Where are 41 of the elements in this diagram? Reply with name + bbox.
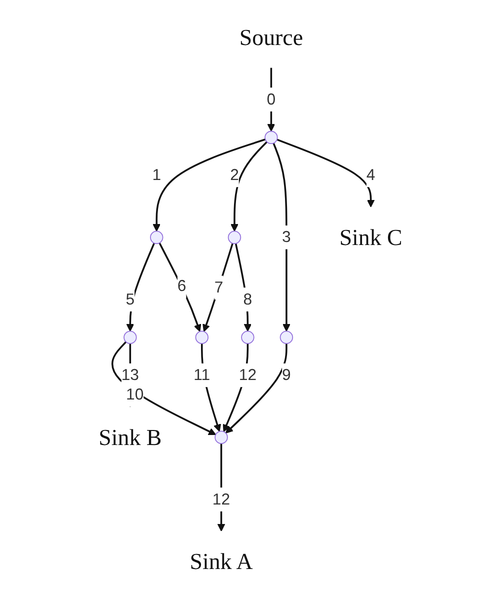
arrow <box>158 242 202 332</box>
edge-label: 0 <box>266 90 276 108</box>
node-point <box>228 230 242 244</box>
arrow <box>112 341 216 436</box>
arrow <box>201 344 222 432</box>
arrow <box>267 68 276 132</box>
node-point <box>150 230 164 244</box>
arrow <box>202 243 234 332</box>
edge-label: 12 <box>212 490 230 508</box>
node-point <box>241 330 254 344</box>
edge-label: 3 <box>282 228 291 246</box>
arrow <box>230 141 268 232</box>
arrow <box>152 138 266 232</box>
edge-label: 12 <box>238 366 257 384</box>
arrow <box>222 344 249 432</box>
arrow <box>217 444 226 532</box>
edge-label: 1 <box>152 166 162 184</box>
arrow <box>276 138 375 208</box>
node-text: Sink B <box>98 424 162 450</box>
arrow <box>225 344 288 434</box>
edge-label: 7 <box>214 278 224 296</box>
node-text: Sink C <box>339 224 402 250</box>
edge-label: 10 <box>126 386 144 404</box>
edge-label: 2 <box>230 166 239 184</box>
node-point <box>214 430 228 444</box>
edge-label: 6 <box>177 277 186 295</box>
node-text: Sink A <box>190 548 253 574</box>
node-point <box>280 330 294 344</box>
arrow <box>234 243 252 332</box>
node-point <box>124 330 137 344</box>
node-text: Source <box>239 24 303 50</box>
edge-label: 8 <box>243 290 252 308</box>
arrow <box>272 142 290 332</box>
edge-label: 13 <box>121 366 139 384</box>
edge-label: 9 <box>282 366 291 384</box>
arrow <box>126 242 155 332</box>
edge-label: 5 <box>126 290 135 308</box>
edge-label: 11 <box>194 366 210 384</box>
node-point <box>195 330 208 344</box>
edge-label: 4 <box>366 166 376 184</box>
node-point <box>264 130 278 144</box>
